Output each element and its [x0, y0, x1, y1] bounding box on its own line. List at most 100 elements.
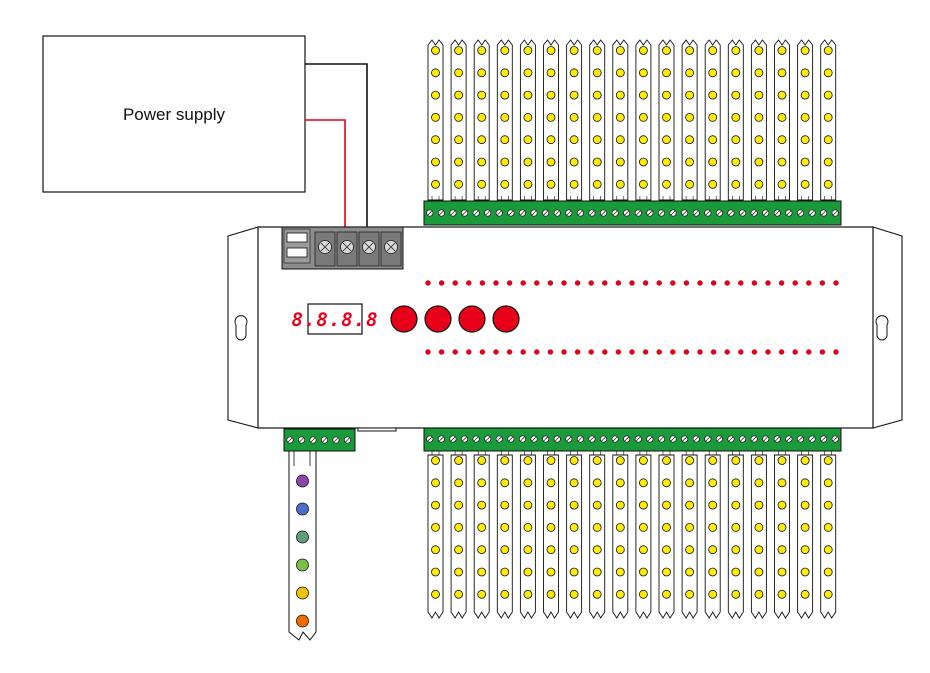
- strip-led: [685, 46, 694, 55]
- strip-led: [639, 90, 648, 100]
- indicator-led: [574, 280, 581, 286]
- screw-slot: [439, 210, 444, 216]
- strip-led: [777, 478, 787, 488]
- rgb-led: [296, 614, 309, 628]
- strip-led: [708, 46, 718, 55]
- strip-led: [592, 456, 602, 465]
- indicator-led: [642, 349, 649, 355]
- control-button[interactable]: [424, 305, 452, 333]
- screw-slot: [287, 437, 293, 443]
- screw-slot: [636, 210, 641, 216]
- strip-led: [662, 567, 671, 577]
- screw-slot: [786, 210, 792, 216]
- strip-led: [823, 545, 833, 555]
- indicator-led: [778, 349, 785, 355]
- indicator-led: [561, 349, 567, 355]
- indicator-led: [615, 280, 622, 286]
- strip-led: [639, 545, 648, 555]
- strip-led: [523, 456, 533, 465]
- indicator-led: [765, 280, 771, 286]
- strip-led: [615, 46, 625, 55]
- indicator-led: [520, 349, 526, 355]
- strip-outline: [750, 454, 767, 619]
- screw-slot: [427, 436, 433, 442]
- indicator-led: [602, 349, 608, 355]
- led-strip: [635, 449, 652, 619]
- strip-led: [800, 478, 810, 488]
- indicator-led: [547, 280, 554, 286]
- strip-led: [592, 589, 602, 599]
- strip-led: [500, 90, 510, 100]
- screw-slot: [821, 210, 826, 216]
- screw-slot: [322, 437, 327, 443]
- strip-led: [523, 46, 533, 55]
- strip-led: [592, 545, 602, 555]
- strip-led: [662, 90, 671, 100]
- screw-slot: [740, 436, 745, 442]
- screw-slot: [693, 436, 699, 442]
- strip-led: [685, 567, 694, 577]
- indicator-led: [710, 349, 717, 355]
- led-strip: [750, 39, 767, 204]
- strip-led: [615, 179, 625, 189]
- strip-led: [569, 500, 579, 510]
- strip-led: [777, 135, 787, 145]
- indicator-led: [778, 280, 785, 286]
- led-strip: [658, 39, 675, 204]
- strip-led: [639, 478, 648, 488]
- control-button[interactable]: [458, 305, 486, 333]
- led-strip: [427, 39, 444, 204]
- strip-led: [685, 135, 694, 145]
- strip-led: [592, 46, 602, 55]
- strip-led: [592, 90, 602, 100]
- led-strip: [450, 39, 467, 204]
- strip-led: [800, 46, 810, 55]
- strip-led: [615, 90, 625, 100]
- top-led-strips: [427, 39, 837, 204]
- strip-outline: [635, 454, 652, 619]
- strip-led: [477, 523, 487, 532]
- indicator-led: [833, 349, 839, 355]
- screw-slot: [624, 210, 629, 216]
- strip-led: [685, 157, 694, 167]
- strip-led: [500, 68, 510, 78]
- strip-led: [708, 567, 718, 577]
- strip-led: [754, 157, 764, 167]
- strip-led: [777, 523, 787, 532]
- rgb-led-strip: [288, 450, 317, 641]
- indicator-led: [506, 280, 513, 286]
- strip-led: [454, 113, 464, 122]
- indicator-led: [534, 349, 540, 355]
- indicator-led: [479, 280, 486, 286]
- screw-slot: [763, 436, 768, 442]
- strip-outline: [427, 454, 444, 619]
- strip-led: [754, 179, 764, 189]
- indicator-led: [765, 349, 771, 355]
- strip-led: [662, 68, 671, 78]
- control-button[interactable]: [390, 305, 418, 333]
- control-button[interactable]: [492, 305, 520, 333]
- strip-led: [454, 135, 464, 145]
- strip-led: [754, 567, 764, 577]
- screw-slot: [647, 210, 653, 216]
- strip-led: [800, 90, 810, 100]
- strip-led: [569, 68, 579, 78]
- screw-slot: [427, 210, 433, 216]
- strip-led: [685, 500, 694, 510]
- strip-led: [431, 113, 440, 122]
- strip-led: [546, 478, 556, 488]
- screw-slot: [554, 436, 560, 442]
- strip-led: [777, 157, 787, 167]
- indicator-led: [656, 280, 662, 286]
- strip-led: [639, 589, 648, 599]
- screw-slot: [636, 436, 641, 442]
- display-readout: 8.8.8.8: [291, 309, 378, 331]
- strip-led: [592, 179, 602, 189]
- indicator-led: [479, 349, 486, 355]
- strip-led: [431, 157, 440, 167]
- control-buttons: [390, 305, 520, 333]
- screw-slot: [508, 210, 514, 216]
- strip-led: [454, 90, 464, 100]
- strip-led: [754, 113, 764, 122]
- screw-slot: [450, 436, 456, 442]
